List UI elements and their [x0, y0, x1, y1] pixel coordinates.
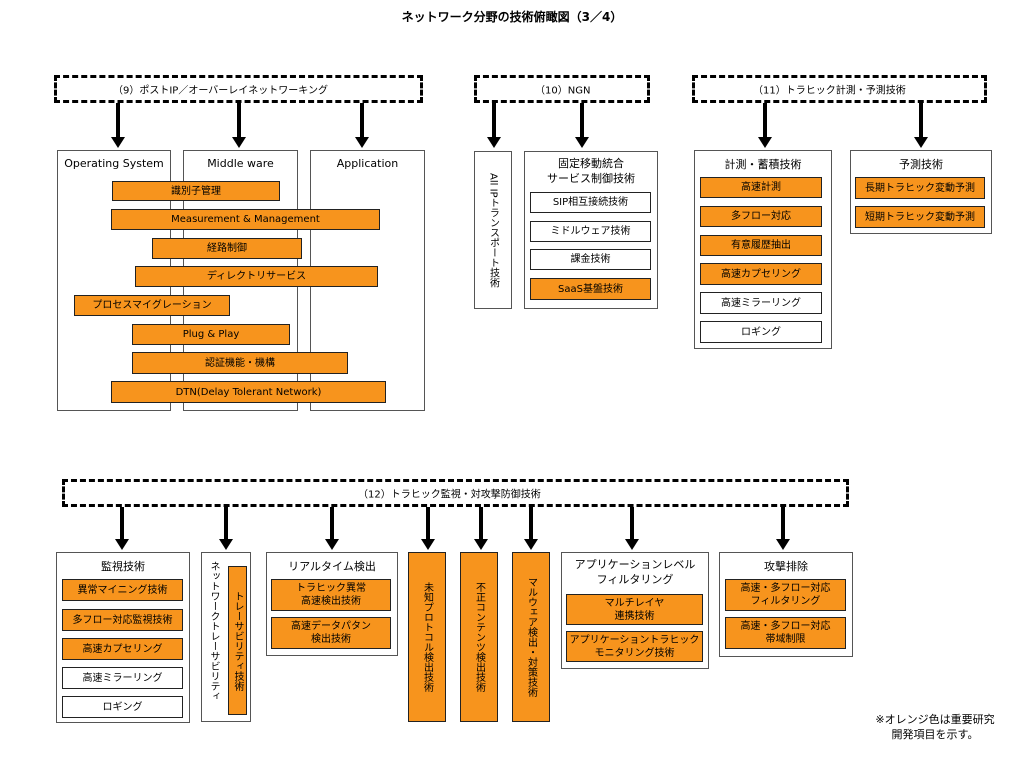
arrow-down-icon [625, 507, 639, 550]
identifier-management: 識別子管理 [112, 181, 280, 201]
malware-detection: マルウェア検出・対策技術 [512, 552, 550, 722]
long-term-prediction: 長期トラヒック変動予測 [855, 177, 985, 199]
arrow-down-icon [325, 507, 339, 550]
prediction-title: 予測技術 [899, 158, 943, 171]
multi-flow: 多フロー対応 [700, 206, 822, 227]
malware-detection-label: マルウェア検出・対策技術 [525, 577, 537, 697]
high-speed-capturing-2: 高速カプセリング [62, 638, 183, 660]
process-migration: プロセスマイグレーション [74, 295, 230, 316]
traffic-anomaly-detection: トラヒック異常 高速検出技術 [271, 579, 391, 611]
illegal-content-detection-label: 不正コンテンツ検出技術 [473, 582, 485, 692]
high-speed-mirroring-2: 高速ミラーリング [62, 667, 183, 689]
section10-label: （10）NGN [535, 85, 591, 97]
arrow-down-icon [487, 103, 501, 148]
arrow-down-icon [232, 103, 246, 148]
arrow-down-icon [758, 103, 772, 148]
measurement-storage-title: 計測・蓄積技術 [724, 158, 802, 171]
multi-flow-monitoring: 多フロー対応監視技術 [62, 609, 183, 631]
arrow-down-icon [914, 103, 928, 148]
authentication: 認証機能・機構 [132, 352, 348, 374]
section11-header: （11）トラヒック計測・予測技術 [692, 75, 987, 103]
section12-header: （12）トラヒック監視・対攻撃防御技術 [62, 479, 849, 507]
dtn: DTN(Delay Tolerant Network) [111, 381, 386, 403]
middleware-tech: ミドルウェア技術 [530, 221, 651, 242]
logging: ロギング [700, 321, 822, 343]
page-title: ネットワーク分野の技術俯瞰図（3／4） [401, 10, 623, 24]
legend-note: ※オレンジ色は重要研究 開発項目を示す。 [846, 712, 1024, 742]
high-speed-capturing: 高速カプセリング [700, 263, 822, 285]
high-speed-mirroring: 高速ミラーリング [700, 292, 822, 314]
high-speed-measurement: 高速計測 [700, 177, 822, 198]
os-column-title: Operating System [64, 157, 164, 170]
attack-elimination-title: 攻撃排除 [764, 560, 808, 573]
route-control: 経路制御 [152, 238, 302, 259]
app-filtering-title: アプリケーションレベル フィルタリング [574, 558, 696, 586]
traceability-tech: トレーサビリティ技術 [228, 566, 247, 715]
arrow-down-icon [421, 507, 435, 550]
app-traffic-monitoring: アプリケーショントラヒック モニタリング技術 [566, 631, 703, 662]
application-column-title: Application [336, 157, 399, 170]
unknown-protocol-detection: 未知プロトコル検出技術 [408, 552, 446, 722]
section9-header: （9）ポストIP／オーバーレイネットワーキング [54, 75, 423, 103]
plug-and-play: Plug & Play [132, 324, 290, 345]
traceability-tech-label: トレーサビリティ技術 [232, 590, 243, 691]
multilayer-cooperation: マルチレイヤ 連携技術 [566, 594, 703, 625]
section12-label: （12）トラヒック監視・対攻撃防御技術 [358, 489, 541, 501]
significant-history-extraction: 有意履歴抽出 [700, 235, 822, 256]
monitoring-title: 監視技術 [101, 560, 145, 573]
billing-tech: 課金技術 [530, 249, 651, 270]
arrow-down-icon [575, 103, 589, 148]
arrow-down-icon [111, 103, 125, 148]
traceability-title: ネットワークトレーサビリティ [208, 561, 219, 701]
sip-interconnect: SIP相互接続技術 [530, 192, 651, 213]
arrow-down-icon [524, 507, 538, 550]
arrow-down-icon [355, 103, 369, 148]
realtime-detection-title: リアルタイム検出 [288, 560, 376, 573]
unknown-protocol-detection-label: 未知プロトコル検出技術 [421, 582, 433, 692]
bandwidth-limiting: 高速・多フロー対応 帯域制限 [725, 617, 846, 649]
all-ip-transport-label: All IPトランスポート技術 [487, 172, 499, 288]
saas-platform: SaaS基盤技術 [530, 278, 651, 300]
middleware-column-title: Middle ware [207, 157, 274, 170]
short-term-prediction: 短期トラヒック変動予測 [855, 206, 985, 228]
section9-label: （9）ポストIP／オーバーレイネットワーキング [113, 85, 328, 97]
data-pattern-detection: 高速データパタン 検出技術 [271, 617, 391, 649]
legend-note-line2: 開発項目を示す。 [891, 728, 979, 741]
illegal-content-detection: 不正コンテンツ検出技術 [460, 552, 498, 722]
directory-service: ディレクトリサービス [135, 266, 378, 287]
legend-note-line1: ※オレンジ色は重要研究 [875, 713, 995, 726]
measurement-management: Measurement & Management [111, 209, 380, 230]
multi-flow-filtering: 高速・多フロー対応 フィルタリング [725, 579, 846, 611]
section11-label: （11）トラヒック計測・予測技術 [753, 85, 906, 97]
anomaly-mining: 異常マイニング技術 [62, 579, 183, 601]
all-ip-transport: All IPトランスポート技術 [474, 151, 512, 309]
fmc-service-control-title: 固定移動統合 サービス制御技術 [547, 157, 635, 185]
logging-2: ロギング [62, 696, 183, 718]
arrow-down-icon [115, 507, 129, 550]
arrow-down-icon [219, 507, 233, 550]
arrow-down-icon [474, 507, 488, 550]
arrow-down-icon [776, 507, 790, 550]
section10-header: （10）NGN [474, 75, 650, 103]
